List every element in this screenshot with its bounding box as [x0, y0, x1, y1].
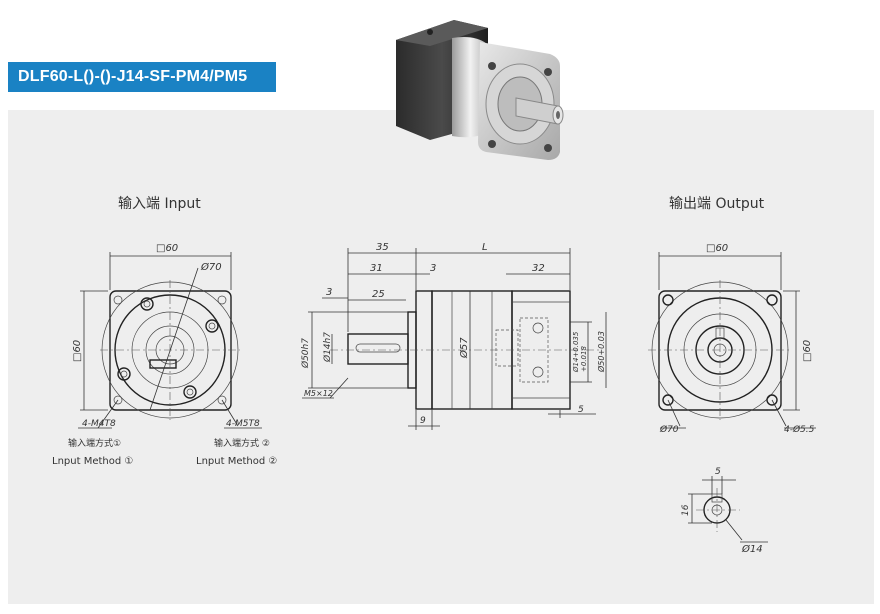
output-holes-dim: 4-Ø5.5 — [784, 424, 815, 435]
input-left-method-en: Lnput Method ① — [52, 456, 133, 467]
input-left-holes: 4-M4T8 — [82, 419, 116, 429]
shaft-height-dim: 16 — [681, 504, 691, 516]
side-dim-14tol: Ø14+0.035 — [572, 331, 580, 373]
side-dim-5: 5 — [578, 405, 584, 415]
side-dim-57: Ø57 — [458, 337, 470, 359]
output-view-title: 输出端 Output — [669, 196, 765, 212]
input-top-dim: □60 — [156, 243, 178, 254]
input-right-holes: 4-M5T8 — [226, 419, 260, 429]
shaft-key-dim: 5 — [715, 467, 721, 477]
input-view: □60 □60 Ø70 4-M4T8 输入端方式① Lnput Method ① — [52, 243, 277, 467]
side-dim-50tol: Ø50+0.03 — [596, 331, 606, 373]
input-pcd-dim: Ø70 — [200, 261, 222, 273]
side-dim-50h7: Ø50h7 — [300, 338, 311, 369]
input-right-method-en: Lnput Method ② — [196, 456, 277, 467]
input-right-method-cn: 输入端方式 ② — [214, 437, 270, 449]
shaft-detail: 5 16 Ø14 — [681, 467, 768, 555]
side-dim-35: 35 — [376, 242, 389, 253]
output-top-dim: □60 — [706, 243, 728, 254]
input-left-method-cn: 输入端方式① — [68, 437, 121, 449]
side-dim-9: 9 — [420, 416, 426, 426]
side-dim-3a: 3 — [430, 263, 436, 274]
side-dim-3b: 3 — [326, 287, 332, 298]
side-dim-32: 32 — [532, 263, 545, 274]
side-dim-25: 25 — [372, 289, 385, 300]
output-side-dim: □60 — [802, 340, 813, 362]
output-view: □60 □60 Ø70 4-Ø5.5 — [648, 243, 816, 435]
model-title: DLF60-L()-()-J14-SF-PM4/PM5 — [8, 62, 276, 92]
side-dim-M5: M5×12 — [304, 389, 333, 398]
side-dim-14h7: Ø14h7 — [322, 332, 333, 363]
side-dim-L: L — [482, 242, 488, 253]
input-side-dim: □60 — [72, 340, 83, 362]
shaft-dia-dim: Ø14 — [741, 543, 763, 555]
output-pcd-dim: Ø70 — [659, 424, 679, 435]
side-view: 35 L 31 3 32 3 25 Ø50h7 Ø14h7 M5×12 Ø57 … — [300, 242, 607, 430]
input-view-title: 输入端 Input — [118, 196, 201, 212]
side-dim-31: 31 — [370, 263, 383, 274]
side-dim-14tol2: +0.018 — [580, 346, 588, 372]
planetary-gearbox-photo — [396, 20, 564, 160]
